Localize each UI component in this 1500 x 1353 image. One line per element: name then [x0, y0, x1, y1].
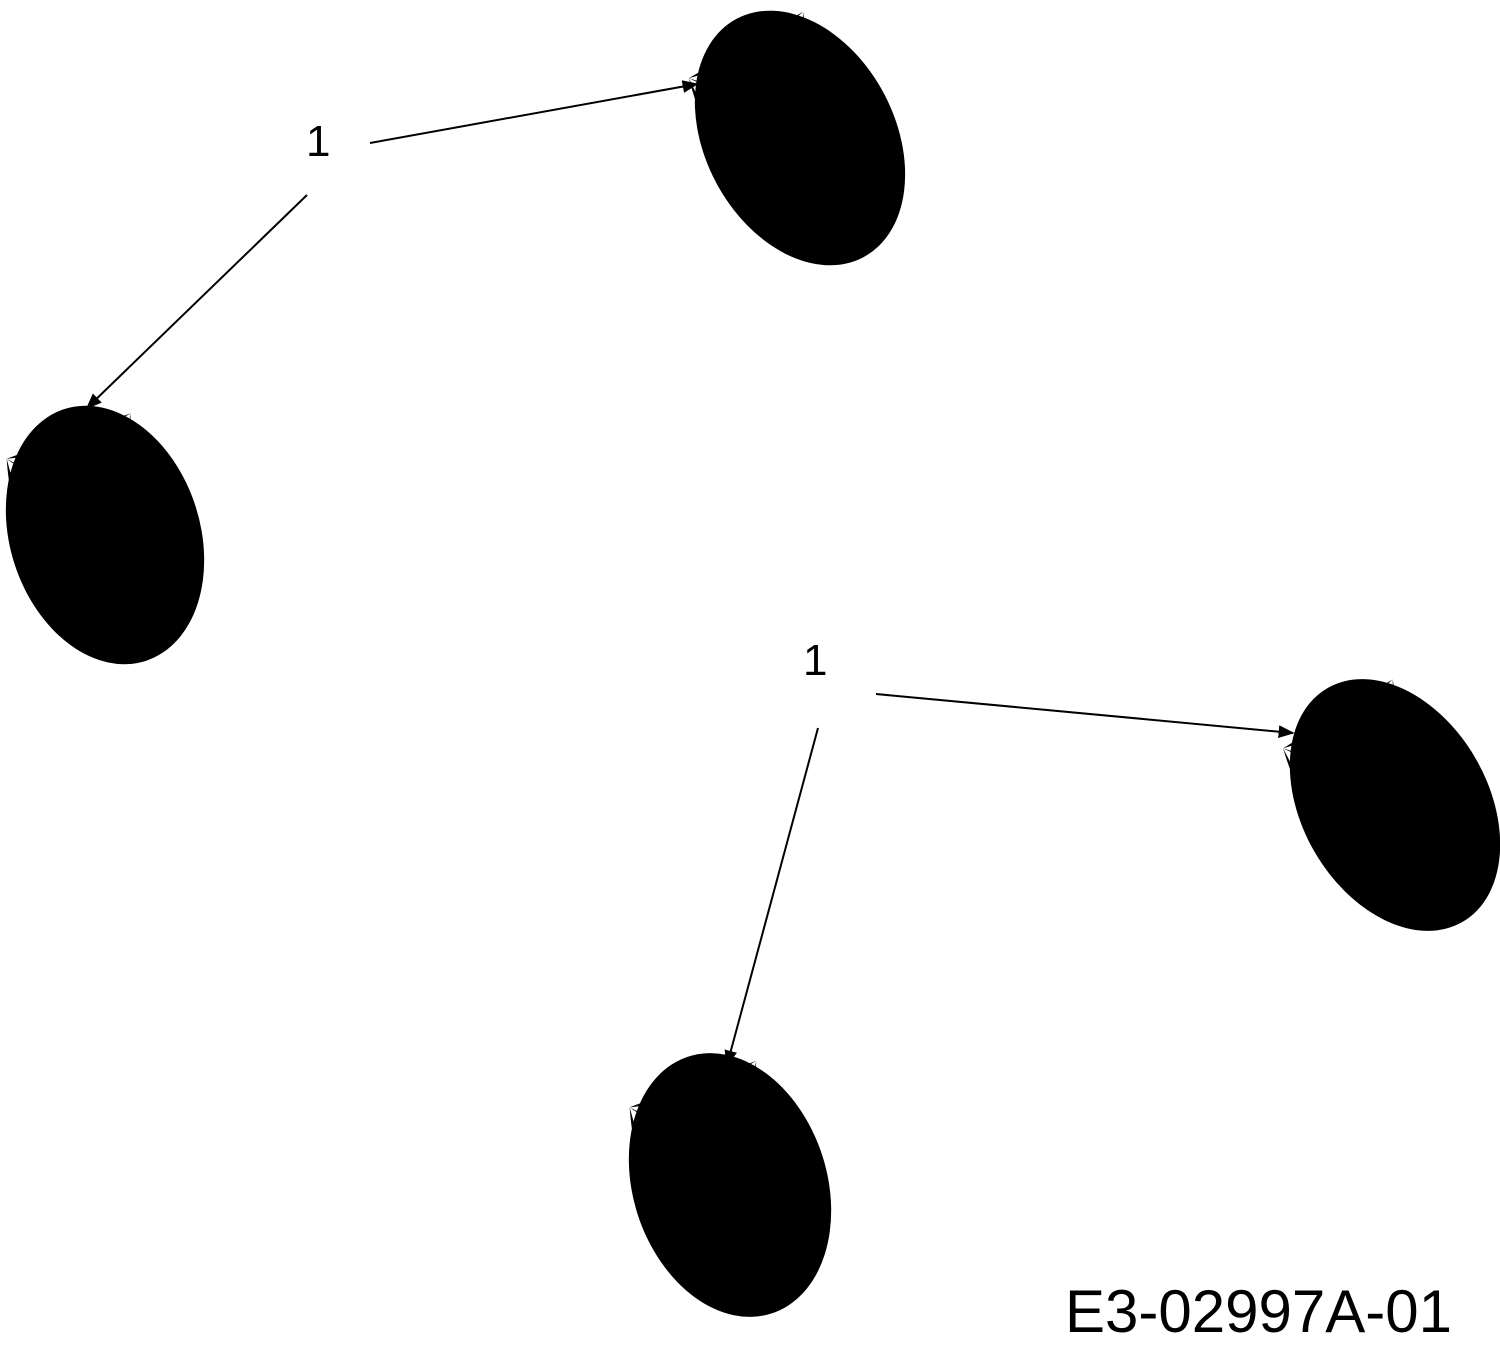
wheel-bottom — [596, 1026, 864, 1344]
leader-line-to-wheel-top — [369, 80, 699, 144]
leader-line-to-wheel-bottom — [724, 727, 819, 1067]
wheel-top — [652, 0, 948, 302]
wheel-left — [0, 379, 237, 691]
leader-line-to-wheel-right — [875, 693, 1295, 739]
callout-number-lower: 1 — [803, 636, 827, 685]
wheel-right — [1246, 641, 1500, 969]
callout-number-upper: 1 — [306, 117, 330, 166]
leader-line-to-wheel-left — [85, 194, 308, 410]
drawing-code: E3-02997A-01 — [1065, 1278, 1452, 1345]
